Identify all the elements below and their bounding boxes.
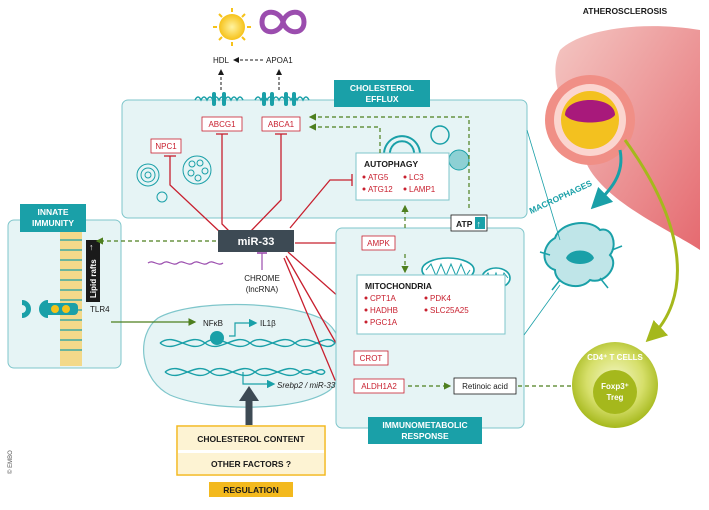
lipid-rafts-tag [86,240,100,302]
copyright-label: © EMBO [7,450,14,474]
mito-gene-2: PDK4 [430,294,451,303]
mitochondria-box [356,274,506,335]
abca1-label: ABCA1 [268,120,295,129]
npc1-box [150,138,182,154]
tcell-label: CD4⁺ T CELLS [587,353,643,362]
nucleus-shape [143,303,343,408]
aldh1a2-box [353,378,405,394]
cholesterol-content-band [178,427,324,450]
apoa1-protein-icon [259,9,307,35]
tlr4-receptor-icon [22,300,78,318]
mito-gene-3: HADHB [370,306,398,315]
atp-to-abca1-arrow [308,113,470,208]
innate-immunity-title-2: IMMUNITY [32,218,74,228]
abcg1-box [201,116,243,132]
innate-immunity-title-1: INNATE [37,207,68,217]
autophagy-to-abca1-arrow [308,123,381,153]
autophagy-gene-1: ATG5 [368,173,389,182]
chrome-lncrna-icon [147,261,224,265]
autophagy-gene-3: ATG12 [368,185,393,194]
aldh1a2-label: ALDH1A2 [361,382,397,391]
autophagy-gene-2: LC3 [409,173,424,182]
regulation-arrow-head [239,386,259,401]
mito-gene-4: SLC25A25 [430,306,469,315]
crot-box [353,350,389,366]
lipid-rafts-label: Lipid rafts [89,259,98,298]
chrome-subtitle: (lncRNA) [246,285,279,294]
artery-to-tcell-arrow [623,139,679,343]
other-factors-band [178,453,324,474]
cholesterol-efflux-title-1: CHOLESTEROL [350,83,414,93]
retinoic-acid-label: Retinoic acid [462,382,508,391]
atp-up-icon: ↑ [477,219,482,229]
mito-gene-5: PGC1A [370,318,398,327]
srebp2-label: Srebp2 / miR-33 [277,381,336,390]
plaque-lumen [565,100,615,123]
macrophage-connector-lines [523,129,561,336]
autophagosome-icon [383,125,450,161]
foxp3-label: Foxp3⁺ [601,382,629,391]
abcg1-label: ABCG1 [208,120,236,129]
lipid-raft-membrane [60,232,82,366]
crot-label: CROT [360,354,383,363]
srebp2-transcription-arrow [242,372,276,389]
dna-helix-icon [159,338,336,377]
transporter-icon [212,92,296,106]
tlr4-label: TLR4 [90,305,110,314]
lysosome-icon [448,149,470,171]
il1b-label: IL1β [260,319,276,328]
cholesterol-efflux-header [334,80,430,107]
retinoic-acid-box [453,377,517,395]
hdl-particle-icon [213,8,251,46]
lipid-droplet-icon [136,155,212,203]
treg-label: Treg [607,393,624,402]
atp-up-icon-bg [475,217,485,229]
other-factors-label: OTHER FACTORS ? [211,459,291,469]
autophagy-title: AUTOPHAGY [364,159,418,169]
chrome-label: CHROME [244,274,280,283]
abca1-box [261,116,301,132]
atp-label: ATP [456,219,473,229]
mito-bullets [364,296,428,324]
macrophages-label: MACROPHAGES [528,178,594,216]
mir33-label: miR-33 [238,236,275,248]
macrophage-cell-icon [539,222,623,291]
immunometabolic-title-2: RESPONSE [401,431,449,441]
treg-cell [593,370,637,414]
gene-bullets [362,175,407,191]
innate-immunity-header [20,204,86,232]
atherosclerosis-label: ATHEROSCLEROSIS [583,6,668,16]
nfkb-label: NFκB [203,319,223,328]
hdl-label: HDL [213,56,230,65]
cholesterol-efflux-title-2: EFFLUX [365,94,398,104]
cholesterol-content-label: CHOLESTEROL CONTENT [197,434,305,444]
artery-to-macrophage-arrow [590,149,623,210]
ampk-box [361,235,396,251]
immunometabolic-title-1: IMMUNOMETABOLIC [382,420,467,430]
nfkb-to-il1b-arrow [229,318,258,337]
regulation-label: REGULATION [223,485,279,495]
apoa1-label: APOA1 [266,56,293,65]
regulation-tag [209,482,293,497]
autophagy-gene-4: LAMP1 [409,185,436,194]
autophagy-box [355,152,450,201]
up-arrow-icon: ↑ [89,242,94,252]
mir33-box [218,230,294,252]
nfkb-protein-icon [210,331,224,345]
ampk-label: AMPK [367,239,390,248]
npc1-label: NPC1 [155,142,177,151]
immunometabolic-header [368,417,482,444]
mitochondria-title: MITOCHONDRIA [365,281,432,291]
mito-gene-1: CPT1A [370,294,396,303]
